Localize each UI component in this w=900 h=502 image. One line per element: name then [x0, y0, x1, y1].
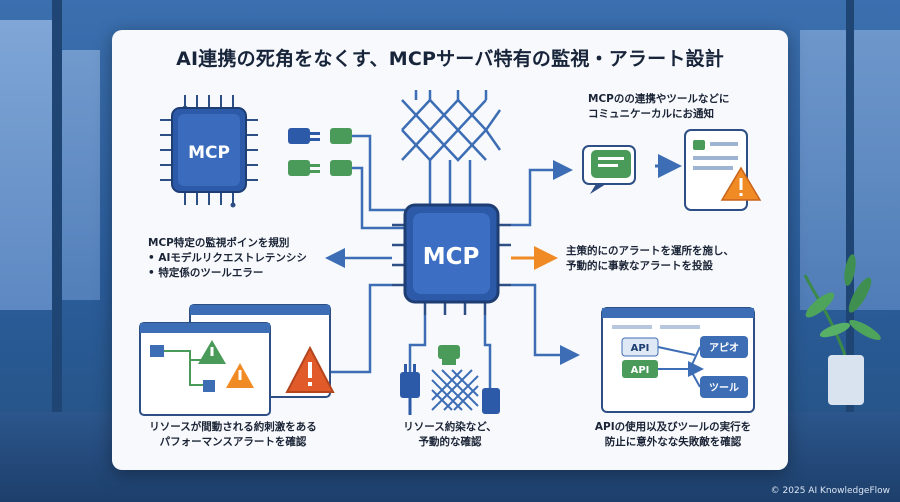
chat-bubble-icon [582, 145, 636, 194]
page-title: AI連携の死角をなくす、MCPサーバ特有の監視・アラート設計 [176, 48, 724, 70]
note-bullets: AIモデルリクエストレテンシシ 特定係のツールエラー [148, 251, 307, 281]
line-to-bottom-left [330, 283, 392, 374]
plug-icon [400, 345, 500, 415]
mesh-icon [401, 90, 502, 205]
api-label-3: アピオ [709, 342, 739, 354]
background-pillar [52, 0, 62, 420]
line-to-bottom-center [408, 315, 427, 372]
note-line: コミュニケーカルにお通知 [588, 108, 714, 120]
chip-icon [160, 95, 258, 208]
note-line: 予動的に事敦なアラートを投設 [566, 260, 713, 272]
copyright-footer: © 2025 AI KnowledgeFlow [770, 486, 890, 496]
arrow-to-top-right [511, 160, 573, 227]
warning-icon [285, 345, 335, 393]
central-chip-label: MCP [423, 244, 480, 270]
note-line: リソース約染など、 [403, 421, 497, 433]
background-window-left [0, 20, 60, 310]
note-top-right: MCPのの連携やツールなどに コミュニケーカルにお通知 [588, 92, 729, 122]
bullet-item: 特定係のツールエラー [148, 266, 307, 281]
note-mid-left: MCP特定の監視ポインを規別 AIモデルリクエストレテンシシ 特定係のツールエラ… [148, 236, 307, 281]
note-line: 防止に意外なな失敗敵を確認 [604, 436, 742, 448]
note-line: パフォーマンスアラートを確認 [159, 436, 307, 448]
api-label-1: API [631, 343, 650, 354]
note-line: MCPのの連携やツールなどに [588, 93, 730, 105]
note-line: リソースが間動される約刺激をある [149, 421, 317, 433]
connector-icon [288, 128, 405, 230]
api-panel-icon [601, 307, 755, 413]
note-line: 主策的にのアラートを運所を施し、 [566, 245, 734, 257]
note-bottom-right: APIの使用以及びツールの実行を 防止に意外なな失敗敵を確認 [568, 420, 778, 450]
plant-icon [803, 254, 881, 405]
note-bottom-center: リソース約染など、 予動的な確認 [370, 420, 530, 450]
monitor-window-icon [139, 304, 331, 416]
note-heading: MCP特定の監視ポインを規別 [148, 237, 290, 249]
small-chip-label: MCP [188, 143, 230, 163]
bullet-item: AIモデルリクエストレテンシシ [148, 251, 307, 266]
background-window-left-2 [60, 50, 100, 300]
note-mid-right: 主策的にのアラートを運所を施し、 予動的に事敦なアラートを投設 [566, 244, 734, 274]
central-chip-icon [392, 203, 511, 315]
arrow-to-bottom-right [511, 283, 580, 365]
api-label-4: ツール [709, 382, 739, 394]
note-line: APIの使用以及びツールの実行を [594, 421, 752, 433]
mesh-icon [431, 369, 479, 411]
line-to-bottom-center-2 [483, 315, 492, 388]
background-pillar [846, 0, 854, 420]
note-bottom-left: リソースが間動される約刺激をある パフォーマンスアラートを確認 [128, 420, 338, 450]
api-label-2: API [631, 365, 650, 376]
document-alert-icon [684, 129, 762, 211]
note-line: 予動的な確認 [418, 436, 482, 448]
